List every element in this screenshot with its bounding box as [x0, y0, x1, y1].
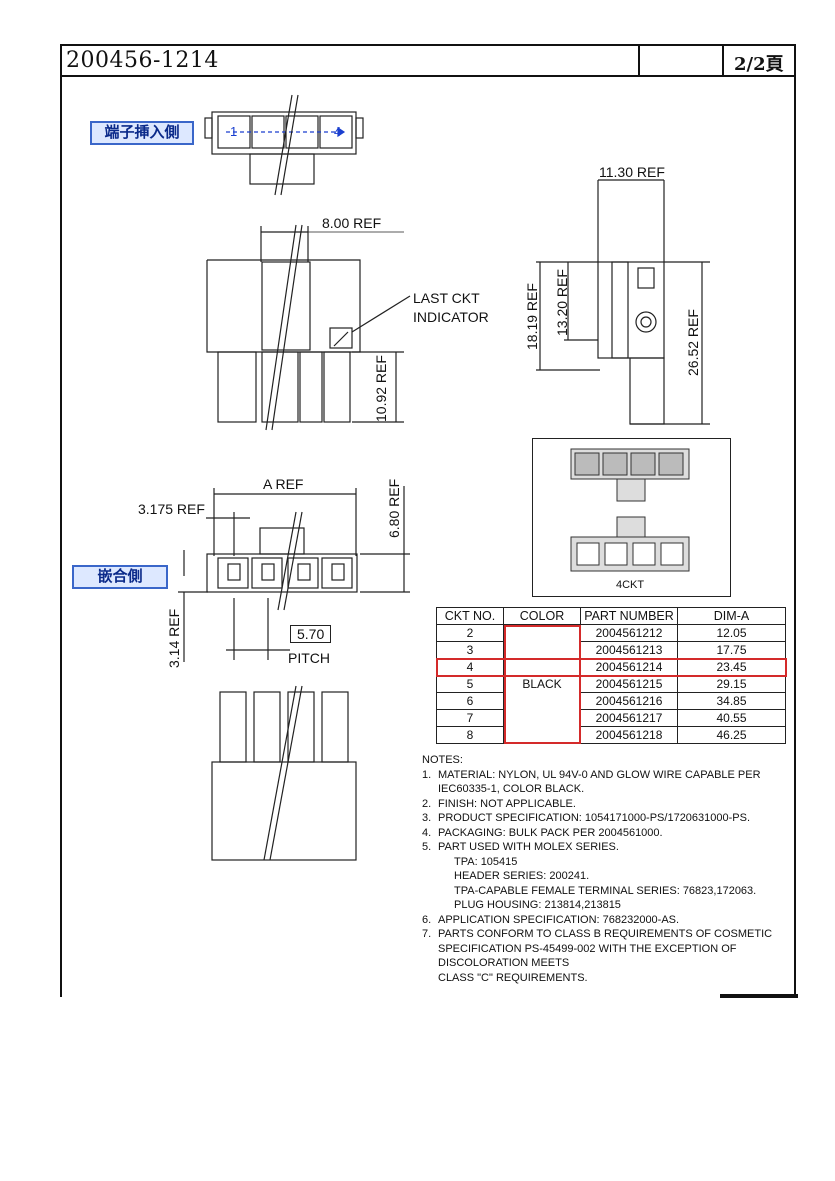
- notes-block: NOTES: 1.MATERIAL: NYLON, UL 94V-0 AND G…: [422, 753, 792, 985]
- note-sub: TPA: 105415: [454, 855, 518, 868]
- dim-label: 13.20 REF: [554, 269, 570, 336]
- note-continuation: IEC60335-1, COLOR BLACK.: [438, 783, 585, 795]
- part-number-cell: 2004561216: [580, 692, 678, 710]
- connector-photo-image: [570, 448, 690, 572]
- table-row: 2 BLACK 2004561212 12.05: [436, 624, 786, 744]
- dim-label: 3.175 REF: [138, 501, 205, 517]
- note-sub: PLUG HOUSING: 213814,213815: [454, 899, 621, 911]
- ckt-cell: 3: [436, 641, 504, 659]
- dim-label: 6.80 REF: [386, 478, 402, 538]
- table-row: 3 2004561213 17.75: [436, 641, 786, 659]
- ckt-cell: 7: [436, 709, 504, 727]
- note-sub: HEADER SERIES: 200241.: [454, 870, 590, 882]
- pitch-label: PITCH: [288, 650, 330, 666]
- terminal-insertion-side-tag: 端子挿入側: [90, 121, 194, 145]
- ckt-table: CKT NO. COLOR PART NUMBER DIM-A 2 BLACK …: [435, 607, 787, 744]
- note-item: 1.MATERIAL: NYLON, UL 94V-0 AND GLOW WIR…: [422, 768, 761, 781]
- mating-side-tag: 嵌合側: [72, 565, 168, 589]
- part-number-cell: 2004561217: [580, 709, 678, 727]
- notes-title: NOTES:: [422, 754, 463, 766]
- note-item: 6.APPLICATION SPECIFICATION: 768232000-A…: [422, 913, 680, 926]
- divider: [638, 46, 640, 77]
- dim-cell: 23.45: [677, 658, 786, 676]
- part-number-cell: 2004561213: [580, 641, 678, 659]
- ckt-cell: 6: [436, 692, 504, 710]
- last-ckt-label: LAST CKT: [413, 290, 480, 306]
- dim-cell: 34.85: [677, 692, 786, 710]
- dim-label: 3.14 REF: [166, 608, 182, 668]
- dim-label: A REF: [263, 476, 304, 492]
- part-number-cell: 2004561214: [580, 658, 678, 676]
- table-row: 5 2004561215 29.15: [436, 675, 786, 693]
- col-part-number: PART NUMBER: [580, 607, 678, 625]
- dim-label: 18.19 REF: [524, 283, 540, 350]
- note-item: 4.PACKAGING: BULK PACK PER 2004561000.: [422, 826, 663, 839]
- ckt-cell: 8: [436, 726, 504, 744]
- pitch-value: 5.70: [290, 625, 332, 643]
- color-cell: BLACK: [503, 624, 581, 744]
- dim-cell: 46.25: [677, 726, 786, 744]
- note-continuation: CLASS "C" REQUIREMENTS.: [438, 971, 588, 984]
- position-4-label: 4: [334, 124, 342, 139]
- part-number-cell: 2004561218: [580, 726, 678, 744]
- col-dim-a: DIM-A: [677, 607, 786, 625]
- note-continuation: DISCOLORATION MEETS: [438, 957, 570, 969]
- ckt-cell: 5: [436, 675, 504, 693]
- note-item: 7.PARTS CONFORM TO CLASS B REQUIREMENTS …: [422, 928, 773, 940]
- table-row: 6 2004561216 34.85: [436, 692, 786, 710]
- product-photo: 4CKT: [532, 438, 731, 597]
- note-item: 3.PRODUCT SPECIFICATION: 1054171000-PS/1…: [422, 812, 751, 824]
- photo-caption: 4CKT: [616, 579, 645, 591]
- dim-label: 26.52 REF: [685, 309, 701, 376]
- col-color: COLOR: [503, 607, 581, 625]
- bottom-view-connector: [211, 685, 357, 861]
- table-row-highlighted: 4 2004561214 23.45: [435, 657, 787, 677]
- position-1-label: 1: [230, 124, 238, 139]
- dim-cell: 29.15: [677, 675, 786, 693]
- note-sub: TPA-CAPABLE FEMALE TERMINAL SERIES: 7682…: [454, 884, 757, 897]
- note-item: 5.PART USED WITH MOLEX SERIES.: [422, 841, 619, 853]
- part-number-cell: 2004561215: [580, 675, 678, 693]
- ckt-cell: 4: [436, 658, 504, 676]
- title-block: 200456-1214 2/2頁: [60, 44, 796, 77]
- col-ckt-no: CKT NO.: [436, 607, 504, 625]
- dim-cell: 12.05: [677, 624, 786, 642]
- part-number-title: 200456-1214: [66, 48, 219, 73]
- indicator-label: INDICATOR: [413, 309, 489, 325]
- note-item: 2.FINISH: NOT APPLICABLE.: [422, 797, 576, 810]
- table-row: 8 2004561218 46.25: [436, 726, 786, 744]
- dim-label: 10.92 REF: [373, 355, 389, 422]
- bottom-rule: [720, 994, 798, 998]
- part-number-cell: 2004561212: [580, 624, 678, 642]
- front-view-connector: [206, 224, 411, 431]
- dim-label: 8.00 REF: [322, 215, 382, 231]
- mating-side-connector: [178, 486, 410, 662]
- table-row: 7 2004561217 40.55: [436, 709, 786, 727]
- divider: [722, 46, 724, 77]
- top-view-connector: [204, 94, 364, 196]
- side-view-connector: [536, 179, 710, 425]
- dim-cell: 17.75: [677, 641, 786, 659]
- note-continuation: SPECIFICATION PS-45499-002 WITH THE EXCE…: [438, 942, 737, 955]
- dim-label: 11.30 REF: [599, 164, 665, 180]
- ckt-cell: 2: [436, 624, 504, 642]
- page-number: 2/2頁: [734, 54, 784, 75]
- dim-cell: 40.55: [677, 709, 786, 727]
